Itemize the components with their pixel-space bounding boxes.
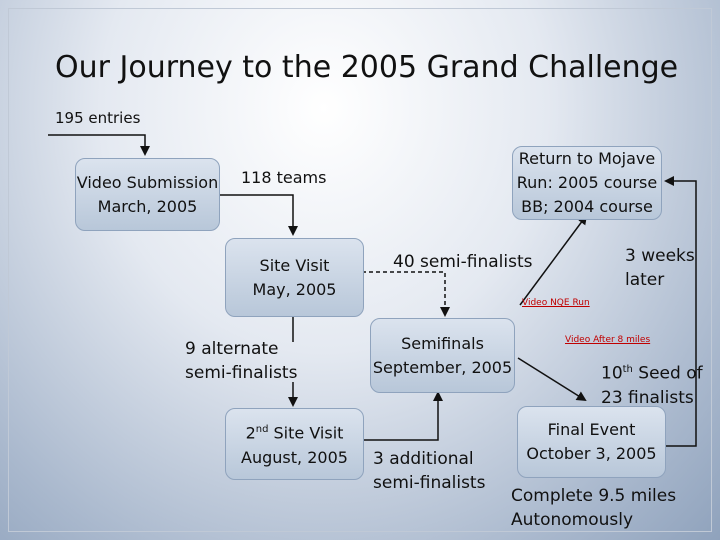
arrow-submission-to-sitevisit — [218, 194, 298, 236]
alternate-label: 9 alternate semi-finalists — [185, 339, 298, 383]
video-after-link[interactable]: Video After 8 miles — [565, 335, 651, 345]
video-submission-label: Video Submission March, 2005 — [76, 172, 219, 216]
semifinals-box[interactable]: Semifinals September, 2005 — [370, 318, 515, 393]
final-event-box[interactable]: Final Event October 3, 2005 — [517, 406, 666, 478]
mojave-box[interactable]: Return to Mojave Run: 2005 course BB; 20… — [512, 146, 662, 220]
arrow-semifinals-to-final — [517, 357, 587, 402]
arrow-sitevisit-to-semifinals — [362, 271, 450, 317]
site-visit-box[interactable]: Site Visit May, 2005 — [225, 238, 364, 317]
arrow-additional-to-semifinals — [362, 391, 443, 441]
semi-finalists-label: 40 semi-finalists — [393, 252, 533, 272]
page-title: Our Journey to the 2005 Grand Challenge — [55, 50, 679, 85]
entries-label: 195 entries — [55, 109, 141, 127]
complete-label: Complete 9.5 miles Autonomously — [511, 486, 677, 530]
mojave-label: Return to Mojave Run: 2005 course BB; 20… — [516, 149, 658, 216]
final-event-label: Final Event October 3, 2005 — [526, 420, 657, 463]
site-visit-label: Site Visit May, 2005 — [252, 255, 337, 299]
arrow-final-to-mojave — [664, 176, 697, 447]
video-nqe-link[interactable]: Video NQE Run — [522, 298, 590, 308]
teams-label: 118 teams — [241, 168, 327, 187]
arrow-semifinals-to-mojave — [519, 214, 588, 306]
additional-label: 3 additional semi-finalists — [373, 449, 486, 493]
three-weeks-label: 3 weeks later — [625, 246, 695, 290]
semifinals-label: Semifinals September, 2005 — [372, 333, 513, 377]
video-submission-box[interactable]: Video Submission March, 2005 — [75, 158, 220, 231]
arrow-entries-to-submission — [48, 134, 150, 156]
